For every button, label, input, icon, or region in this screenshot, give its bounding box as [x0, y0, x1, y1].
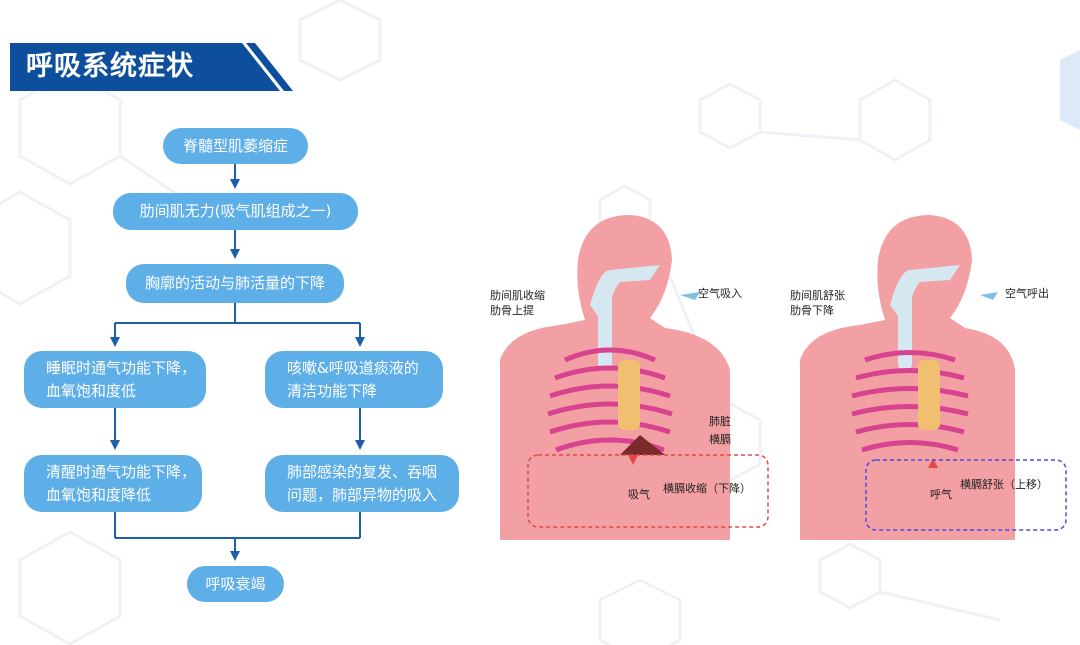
exhale-muscle-label: 肋间肌舒张 肋骨下降 [790, 288, 845, 318]
flow-node-cough-clearance-line2: 清洁功能下降 [287, 381, 378, 400]
flow-node-sleep-ventilation: 睡眠时通气功能下降， 血氧饱和度低 [24, 351, 206, 408]
exhale-muscle-label-line1: 肋间肌舒张 [790, 289, 845, 302]
exhale-diaphragm-move-label: 横膈舒张（上移） [960, 478, 1048, 491]
exhale-action-label: 呼气 [930, 488, 952, 501]
flow-node-cough-clearance: 咳嗽&呼吸道痰液的 清洁功能下降 [265, 351, 443, 408]
title-banner: 呼吸系统症状 [10, 43, 293, 91]
exhale-muscle-label-line2: 肋骨下降 [790, 304, 834, 317]
inhale-anatomy-panel: 肋间肌收缩 肋骨上提 空气吸入 肺脏 横膈 吸气 横膈收缩（下降） [490, 210, 790, 540]
lung-label: 肺脏 [709, 415, 731, 428]
flow-node-sma: 脊髓型肌萎缩症 [163, 128, 308, 164]
flow-node-lung-infection-line1: 肺部感染的复发、吞咽 [287, 462, 438, 481]
flow-node-chest-capacity-decline: 胸廓的活动与肺活量的下降 [126, 264, 344, 303]
inhale-muscle-label-line2: 肋骨上提 [490, 304, 534, 317]
flow-node-lung-infection: 肺部感染的复发、吞咽 问题，肺部异物的吸入 [265, 455, 459, 512]
flow-node-respiratory-failure: 呼吸衰竭 [187, 566, 284, 602]
flow-node-sleep-ventilation-line1: 睡眠时通气功能下降， [46, 358, 197, 377]
inhale-muscle-label: 肋间肌收缩 肋骨上提 [490, 288, 545, 318]
flow-node-awake-ventilation: 清醒时通气功能下降， 血氧饱和度降低 [24, 455, 202, 512]
inhale-action-label: 吸气 [628, 488, 650, 501]
flow-node-intercostal-weakness: 肋间肌无力(吸气肌组成之一) [113, 193, 358, 230]
inhale-diaphragm-move-label: 横膈收缩（下降） [663, 482, 751, 495]
diaphragm-label: 横膈 [709, 433, 731, 446]
flow-node-awake-ventilation-line2: 血氧饱和度降低 [46, 485, 152, 504]
exhale-air-label: 空气呼出 [1005, 287, 1049, 300]
title-banner-shape [10, 43, 293, 91]
flow-node-sleep-ventilation-line2: 血氧饱和度低 [46, 381, 137, 400]
exhale-body-illustration [800, 215, 1067, 540]
inhale-body-illustration [500, 215, 769, 540]
page-title: 呼吸系统症状 [26, 51, 194, 82]
flow-node-lung-infection-line2: 问题，肺部异物的吸入 [287, 485, 438, 504]
flow-node-cough-clearance-line1: 咳嗽&呼吸道痰液的 [287, 358, 419, 377]
exhale-anatomy-panel: 肋间肌舒张 肋骨下降 空气呼出 呼气 横膈舒张（上移） [790, 210, 1080, 540]
inhale-muscle-label-line1: 肋间肌收缩 [490, 289, 545, 302]
flow-node-awake-ventilation-line1: 清醒时通气功能下降， [46, 462, 197, 481]
inhale-air-label: 空气吸入 [698, 287, 742, 300]
